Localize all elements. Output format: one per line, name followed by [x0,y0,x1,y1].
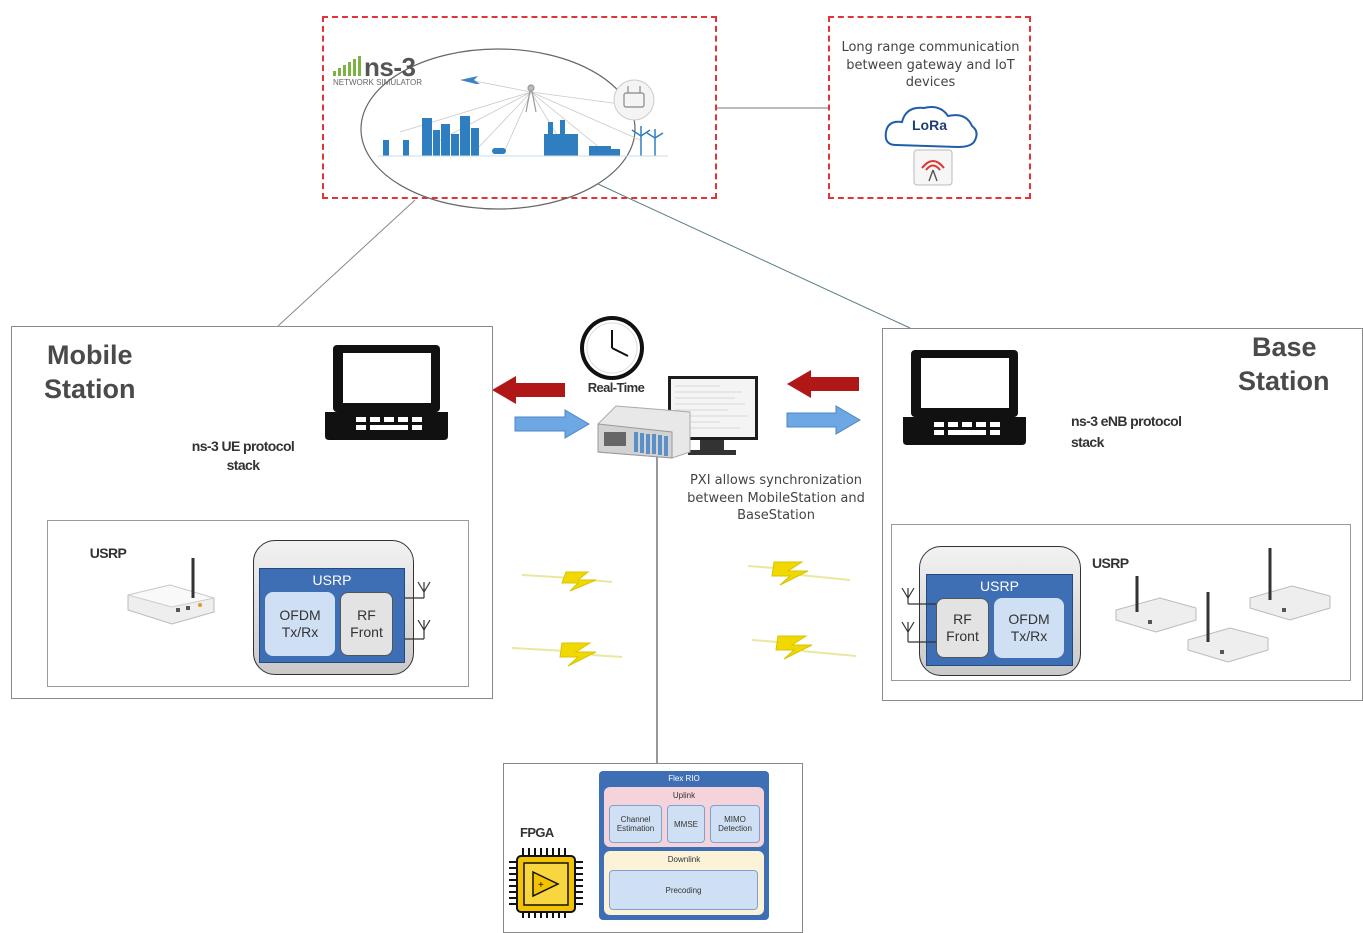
mobile-station-title-line1: Mobile [47,340,133,370]
base-usrp-panel-title: USRP [980,578,1019,594]
ns3-logo-subtext: NETWORK SIMULATOR [333,78,423,87]
precoding-block: Precoding [609,870,758,910]
lightning-base-top [747,561,851,586]
wind-turbine-icon [631,126,664,156]
mimo-detection-line1: MIMO [724,815,746,824]
arrow-blue-right-base [786,405,861,435]
ns3-coverage-ellipse [360,48,636,210]
lora-logo-text: LoRa [912,117,947,133]
airplane-icon [460,76,480,84]
base-stack-label-line1: ns-3 eNB protocol [1071,413,1182,429]
base-station-title-line2: Station [1238,366,1330,396]
lightning-mobile-top [521,571,613,592]
base-rf-line2: Front [946,628,979,644]
iot-device-icon [613,79,655,121]
radio-rays-icon [399,79,641,151]
uplink-title: Uplink [672,791,696,800]
mobile-rf-line1: RF [357,607,376,623]
arrow-blue-right-mobile [514,409,590,439]
mobile-rf-line2: Front [350,624,383,640]
arrow-red-left-mobile [492,376,565,404]
mobile-ofdm-line2: Tx/Rx [281,624,319,640]
link-ns3-base [597,183,911,329]
lora-box [828,16,1031,199]
mmse-block: MMSE [667,805,705,843]
fpga-label: FPGA [520,825,554,840]
ns3-logo-text: ns-3 [364,52,416,82]
mobile-usrp-panel-title: USRP [312,572,352,588]
base-usrp-label: USRP [1092,555,1129,571]
mobile-ofdm-line1: OFDM [279,607,321,623]
cell-tower-icon [525,84,537,113]
ns3-simulator-box [322,16,717,199]
base-station-title-line1: Base [1252,332,1317,362]
base-ofdm-line2: Tx/Rx [1010,628,1048,644]
mobile-stack-label-line1: ns-3 UE protocol [191,438,295,454]
city-skyline-icon [383,116,620,156]
base-ofdm-line1: OFDM [1008,611,1050,627]
pxi-note: PXI allows synchronization between Mobil… [687,473,865,523]
downlink-title: Downlink [667,855,701,864]
base-rf-line1: RF [953,611,972,627]
base-stack-label-line2: stack [1071,434,1104,450]
cloud-icon [884,106,978,149]
realtime-label: Real-Time [587,380,645,395]
ns3-signal-icon [333,56,361,76]
lora-description: Long range communication between gateway… [841,40,1020,90]
mmse-text: MMSE [674,819,698,829]
flexrio-title: Flex RIO [668,774,700,783]
channel-estimation-line2: Estimation [616,824,655,833]
svg-text:+: + [538,880,544,891]
gateway-icon [913,149,953,186]
precoding-text: Precoding [665,885,702,895]
arrow-red-left-base [787,370,859,398]
mobile-usrp-label: USRP [89,545,127,561]
lightning-base-bottom [751,635,857,660]
channel-estimation-line1: Channel [620,815,651,824]
mimo-detection-line2: Detection [718,824,752,833]
mobile-station-title-line2: Station [44,374,136,404]
link-ns3-mobile [277,199,416,327]
mobile-stack-label-line2: stack [226,457,260,473]
lightning-mobile-bottom [511,642,623,667]
